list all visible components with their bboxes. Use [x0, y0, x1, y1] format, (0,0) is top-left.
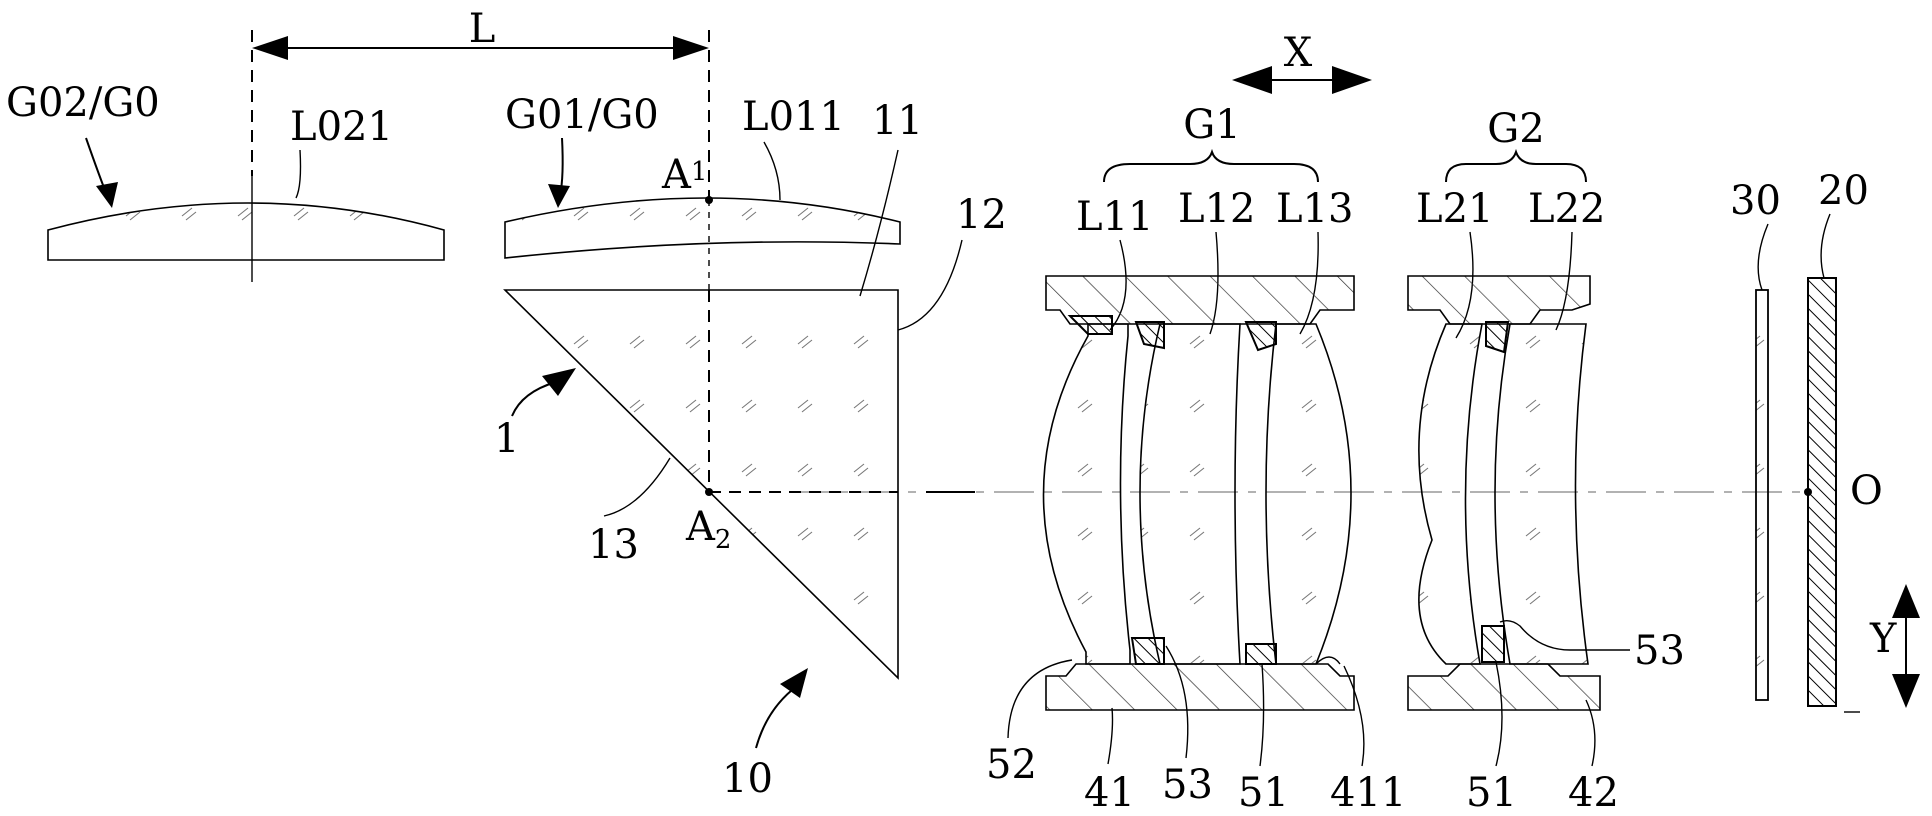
lens-L12 [1139, 323, 1241, 665]
label-L: L [469, 6, 496, 52]
leader-53-bottom [1165, 645, 1189, 759]
label-41: 41 [1084, 770, 1135, 816]
label-X: X [1284, 30, 1313, 76]
label-L021: L021 [290, 104, 393, 150]
leader-30 [1757, 223, 1769, 291]
leader-L021 [295, 149, 302, 199]
pointer-arrowhead-10 [780, 668, 808, 698]
label-L011: L011 [742, 94, 845, 140]
spacer-51-bottom [1245, 643, 1277, 665]
leader-53-G2 [1499, 619, 1630, 651]
label-G1: G1 [1183, 102, 1240, 148]
point-O [1804, 488, 1812, 496]
pointer-arrowhead-G02 [96, 182, 118, 208]
spacer-51-top [1244, 321, 1277, 352]
label-53-bottom: 53 [1162, 762, 1213, 808]
label-A2: A2 [685, 504, 731, 555]
label-53-G2: 53 [1634, 628, 1685, 674]
leader-12 [897, 239, 963, 331]
label-30: 30 [1730, 178, 1781, 224]
label-20: 20 [1818, 168, 1869, 214]
leader-42 [1585, 699, 1596, 767]
pointer-arrow-10 [755, 689, 793, 749]
lens-G02 [47, 176, 445, 282]
label-411: 411 [1330, 770, 1406, 816]
barrel-41 [1045, 275, 1355, 711]
pointer-arrowhead-G01 [548, 184, 570, 208]
dimension-L [251, 30, 710, 200]
pointer-arrowhead-1 [542, 368, 576, 396]
label-51-G2: 51 [1466, 770, 1517, 816]
label-G01-G0: G01/G0 [505, 92, 659, 138]
lens-G01 [504, 197, 901, 259]
lens-L22 [1494, 323, 1589, 665]
leader-11 [859, 149, 899, 297]
x-direction-arrow [1232, 66, 1372, 94]
spacer-53-bottom [1130, 637, 1165, 665]
label-G2: G2 [1487, 106, 1544, 152]
label-L13: L13 [1276, 186, 1353, 232]
barrel-42 [1407, 275, 1601, 711]
leader-13 [603, 457, 671, 517]
leader-411 [1343, 665, 1365, 767]
leader-20 [1820, 213, 1831, 279]
brace-G2 [1445, 148, 1587, 183]
leader-51-G1 [1259, 663, 1265, 767]
spacer-53-top [1134, 321, 1165, 350]
spacer-L21 [1485, 321, 1510, 354]
label-11: 11 [872, 98, 923, 144]
brace-G1 [1103, 148, 1319, 183]
label-L22: L22 [1528, 186, 1605, 232]
label-13: 13 [588, 522, 639, 568]
label-L11: L11 [1076, 194, 1153, 240]
filter-30 [1755, 289, 1769, 701]
label-Y: Y [1869, 616, 1897, 662]
leader-L011 [763, 141, 781, 201]
label-L12: L12 [1178, 186, 1255, 232]
lens-L13 [1265, 323, 1352, 665]
point-A2 [705, 488, 713, 496]
pointer-arrow-1 [511, 381, 557, 417]
sensor-20 [1807, 277, 1837, 707]
spacer-51-G2 [1481, 625, 1505, 663]
label-10: 10 [722, 756, 773, 802]
label-L21: L21 [1416, 186, 1493, 232]
lens-L21 [1418, 323, 1483, 665]
label-12: 12 [956, 192, 1007, 238]
label-52: 52 [986, 742, 1037, 788]
label-1: 1 [494, 416, 519, 462]
spacer-L11-top [1067, 315, 1113, 335]
label-A1: A1 [661, 152, 707, 198]
leader-52 [1007, 659, 1073, 739]
label-G02-G0: G02/G0 [6, 80, 160, 126]
prism [503, 200, 899, 680]
label-42: 42 [1568, 770, 1619, 816]
leader-41 [1107, 707, 1114, 765]
label-51-G1: 51 [1238, 770, 1289, 816]
lens-L11 [1042, 323, 1131, 665]
leader-51-G2 [1495, 661, 1503, 767]
y-direction-arrow [1892, 584, 1920, 708]
label-O: O [1850, 468, 1883, 514]
